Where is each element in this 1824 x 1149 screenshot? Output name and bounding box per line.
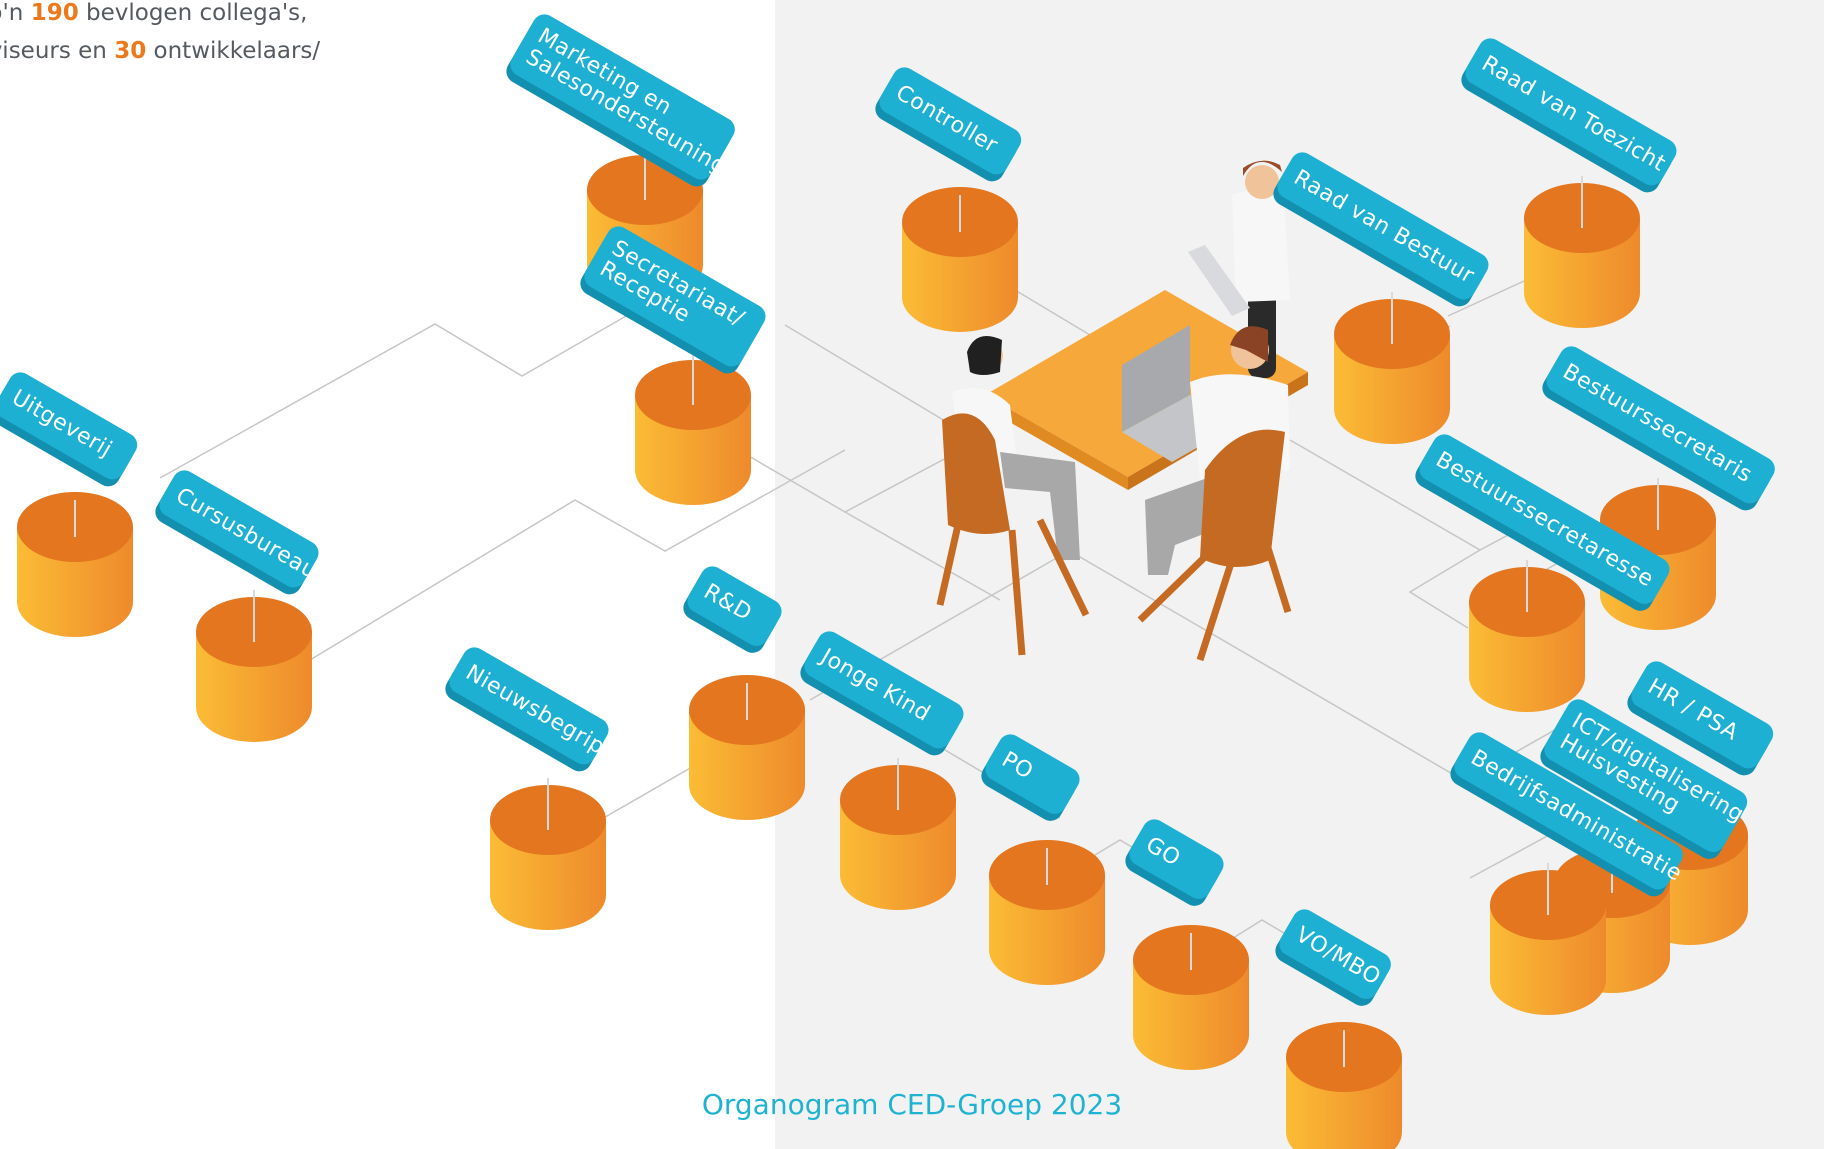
chair-left-leg-3 xyxy=(1036,518,1090,617)
unit-node-secretariaat: Secretariaat/Receptie xyxy=(580,226,766,505)
label-sign-go: GO xyxy=(1125,819,1224,906)
intro-number-colleagues: 190 xyxy=(30,0,79,26)
intro-line-2-post: ontwikkelaars/ xyxy=(146,38,321,64)
label-face xyxy=(159,470,319,588)
label-sign-vo-mbo: VO/MBO xyxy=(1275,909,1391,1006)
label-face xyxy=(1544,699,1748,852)
chair-left-leg-2 xyxy=(1008,529,1026,656)
label-face xyxy=(1419,434,1670,604)
label-face xyxy=(1465,38,1677,186)
connector-line-6 xyxy=(844,511,1001,601)
unit-node-controller: Controller xyxy=(875,67,1022,332)
cylinder-bedrijfsadministratie xyxy=(1490,870,1606,1015)
chair-left-leg-1 xyxy=(936,524,962,606)
unit-node-vo-mbo: VO/MBO xyxy=(1275,909,1402,1149)
label-sign-cursusbureau: Cursusbureau xyxy=(155,470,321,595)
unit-node-cursusbureau: Cursusbureau xyxy=(155,470,321,742)
intro-line-1-pre: t zo'n xyxy=(0,0,24,26)
label-face xyxy=(687,566,782,646)
seated-woman-trousers xyxy=(1000,452,1080,560)
label-sign-raad-van-toezicht: Raad van Toezicht xyxy=(1461,38,1677,193)
diagram-caption: Organogram CED-Groep 2023 xyxy=(701,1088,1123,1121)
label-face xyxy=(1277,152,1489,300)
intro-text: t zo'n 190 bevlogen collega's, adviseurs… xyxy=(0,0,480,70)
connector-line-5 xyxy=(734,439,981,513)
unit-node-go: GO xyxy=(1125,819,1249,1070)
label-face xyxy=(0,372,138,480)
intro-number-developers: 30 xyxy=(114,38,147,64)
label-face xyxy=(584,226,766,367)
label-face xyxy=(1279,909,1391,999)
standing-person-head xyxy=(1245,165,1279,199)
label-sign-po: PO xyxy=(981,734,1080,821)
unit-node-jonge-kind: Jonge Kind xyxy=(800,631,964,910)
label-sign-jonge-kind: Jonge Kind xyxy=(800,631,964,756)
label-text-raad-van-toezicht-line-1: Raad van Toezicht xyxy=(1477,51,1669,176)
label-face xyxy=(1546,346,1775,504)
connector-line-1 xyxy=(159,307,641,479)
label-face xyxy=(879,67,1022,175)
chair-right-back xyxy=(1200,429,1285,568)
intro-line-1: t zo'n 190 bevlogen collega's, xyxy=(0,0,480,32)
chair-right-leg-3 xyxy=(1264,546,1292,614)
label-face xyxy=(804,631,964,749)
chair-left-back xyxy=(942,413,1010,534)
label-sign-controller: Controller xyxy=(875,67,1022,182)
unit-node-bestuurssecretaresse: Bestuurssecretaresse xyxy=(1415,434,1670,712)
unit-node-po: PO xyxy=(981,734,1105,985)
unit-node-nieuwsbegrip: Nieuwsbegrip xyxy=(445,647,609,930)
standing-person-hair xyxy=(1243,160,1282,176)
unit-node-uitgeverij: Uitgeverij xyxy=(0,372,138,637)
label-sign-raad-van-bestuur: Raad van Bestuur xyxy=(1273,152,1489,307)
label-sign-nieuwsbegrip: Nieuwsbegrip xyxy=(445,647,609,772)
seated-woman-hair xyxy=(967,336,1002,375)
intro-line-1-post: bevlogen collega's, xyxy=(78,0,308,26)
connector-line-14 xyxy=(1055,542,1481,791)
label-face xyxy=(1454,732,1683,890)
label-face xyxy=(510,14,735,180)
chair-right-leg-2 xyxy=(1196,558,1236,662)
label-sign-r-en-d: R&D xyxy=(683,566,782,653)
unit-node-raad-van-toezicht: Raad van Toezicht xyxy=(1461,38,1677,328)
label-text-raad-van-bestuur-line-1: Raad van Bestuur xyxy=(1289,165,1478,289)
unit-node-raad-van-bestuur: Raad van Bestuur xyxy=(1273,152,1489,444)
label-face xyxy=(1631,661,1774,769)
standing-person-shirt xyxy=(1232,191,1290,302)
intro-line-2: adviseurs en 30 ontwikkelaars/ xyxy=(0,32,480,70)
label-sign-uitgeverij: Uitgeverij xyxy=(0,372,138,487)
label-face xyxy=(985,734,1080,814)
table-edge-front xyxy=(985,395,1128,490)
chair-right-leg-1 xyxy=(1137,549,1213,623)
intro-line-2-pre: adviseurs en xyxy=(0,38,107,64)
connector-line-12 xyxy=(1408,549,1481,629)
meeting-scene-illustration xyxy=(936,160,1308,662)
unit-node-r-en-d: R&D xyxy=(683,566,805,820)
laptop-screen xyxy=(1122,325,1190,432)
connector-line-2 xyxy=(309,449,846,661)
label-text-bestuurssecretaris-line-1: Bestuurssecretaris xyxy=(1558,359,1756,488)
tablet xyxy=(1188,245,1250,316)
label-face xyxy=(1129,819,1224,899)
connector-line-4 xyxy=(784,324,961,431)
label-face xyxy=(449,647,609,765)
seated-man-hair xyxy=(1230,326,1268,362)
